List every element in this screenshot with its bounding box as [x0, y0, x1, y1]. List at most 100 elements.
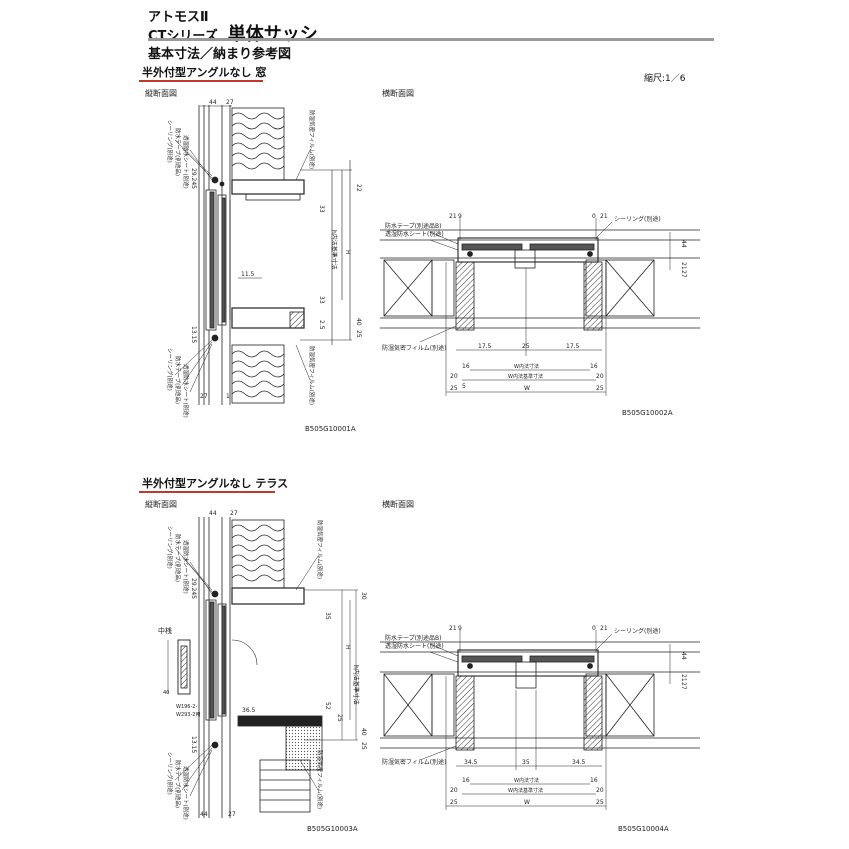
note-text: 防水テープ(別途品) [174, 128, 182, 176]
note-text: 防湿気密フィルム(別途) [382, 758, 446, 766]
terrace-vertical-label: 縦断面図 [145, 500, 177, 509]
dim-text: H [344, 645, 351, 650]
dim-text: 44 [680, 652, 687, 660]
dim-text: h内法基準寸法 [352, 665, 360, 705]
dim-text: W内法寸法 [514, 777, 539, 784]
dim-text: 27 [200, 393, 208, 400]
dim-text: 29.245 [190, 578, 197, 599]
window-vertical-section [174, 105, 352, 405]
note-text: 透湿防水シート(別途) [182, 135, 190, 189]
note-text: 防湿気密フィルム(別途) [308, 346, 316, 405]
terrace-subtitle-underline [139, 491, 275, 493]
note-text: シーリング(別途) [614, 627, 661, 635]
dim-text: 17.5 [478, 343, 492, 350]
note-text: 防湿気密フィルム(別途) [308, 110, 316, 169]
dim-text: 13.15 [190, 736, 197, 753]
terrace-horizontal-code: B505G10004A [618, 825, 669, 833]
dim-text: 27 [230, 510, 238, 517]
dim-text: 30 [360, 592, 367, 600]
note-text: 透湿防水シート(別途) [385, 642, 444, 650]
note-text: シーリング(別途) [614, 215, 661, 223]
dim-text: 9 [458, 625, 462, 632]
terrace-vertical-dims: 44 27 44 27 36.5 40 W196-2- W293-2用 [163, 510, 256, 818]
note-text: シーリング(別途) [166, 752, 174, 795]
dim-text: 25 [360, 742, 367, 750]
note-text: 防湿気密フィルム(別途) [316, 520, 324, 579]
dim-text: 16 [590, 363, 598, 370]
window-vertical-code: B505G10001A [305, 425, 356, 433]
note-text: 防水テープ(別途品B) [385, 634, 441, 642]
terrace-vertical-rotated: 29.245 30 35 H h内法基準寸法 25 52 40 25 13.15 [190, 578, 367, 753]
window-vertical-dims: 44 27 27 1 11.5 [200, 99, 255, 400]
dim-text: 21 [600, 625, 608, 632]
note-text: シーリング(別途) [166, 348, 174, 391]
dim-text: h内法基準寸法 [330, 230, 338, 270]
dim-text: 40 [355, 318, 362, 326]
dim-text: 35 [522, 759, 530, 766]
dim-text: 2.5 [318, 320, 325, 330]
dim-text: W [524, 799, 530, 806]
dim-text: 11.5 [241, 271, 255, 278]
terrace-subtitle: 半外付型アングルなし テラス [142, 477, 289, 490]
window-horizontal-text: 防水テープ(別途品B) 透湿防水シート(別途) シーリング(別途) 防湿気密フィ… [382, 213, 687, 392]
dim-text: 52 [324, 702, 331, 710]
dim-text: 44 [200, 811, 208, 818]
dim-text: 34.5 [464, 759, 478, 766]
dim-text: 21 [449, 625, 457, 632]
dim-text: 25 [336, 714, 343, 722]
window-vertical-notes: シーリング(別途) 防水テープ(別途品) 透湿防水シート(別途) 防湿気密フィル… [166, 110, 316, 418]
dim-text: 44 [209, 99, 217, 106]
dim-text: 22 [355, 184, 362, 192]
terrace-vertical-section [167, 517, 358, 818]
dim-text: 34.5 [572, 759, 586, 766]
note-text: 防湿気密フィルム(別途) [382, 344, 446, 352]
window-horizontal-label: 横断面図 [382, 89, 414, 98]
dim-text: 29.245 [190, 168, 197, 189]
dim-text: 13.15 [190, 326, 197, 343]
terrace-horizontal-label: 横断面図 [382, 500, 414, 509]
dim-text: 0 [592, 625, 596, 632]
window-vertical-label: 縦断面図 [145, 89, 177, 98]
dim-text: 21 [680, 674, 687, 682]
window-subtitle-underline [139, 80, 263, 82]
dim-text: 16 [462, 363, 470, 370]
note-text: シーリング(別途) [166, 120, 174, 163]
note-text: 透湿防水シート(別途) [182, 540, 190, 594]
mullion-label: 中桟 [158, 627, 172, 635]
note-text: 防水テープ(別途品) [174, 534, 182, 582]
window-horizontal-section [380, 218, 700, 396]
dim-text: 27 [226, 99, 234, 106]
dim-text: 44 [209, 510, 217, 517]
terrace-vertical-code: B505G10003A [307, 825, 358, 833]
dim-text: 9 [458, 213, 462, 220]
dim-text: 0 [592, 213, 596, 220]
dim-text: 40 [360, 728, 367, 736]
dim-text: 1 [226, 393, 230, 400]
dim-text: 17.5 [566, 343, 580, 350]
dim-text: 20 [596, 373, 604, 380]
section-title: 基本寸法／納まり参考図 [148, 47, 292, 62]
terrace-vertical-notes: シーリング(別途) 防水テープ(別途品) 透湿防水シート(別途) 防湿気密フィル… [166, 520, 324, 820]
terrace-horizontal-text: 防水テープ(別途品B) 透湿防水シート(別途) シーリング(別途) 防湿気密フィ… [382, 625, 687, 806]
dim-text: 33 [318, 205, 325, 213]
dim-text: 44 [680, 240, 687, 248]
dim-text: 40 [163, 690, 169, 696]
dim-text: 25 [450, 385, 458, 392]
window-vertical-rotated-dims: 22 29.245 H 33 2.5 33 40 25 13.15 h内法基準寸… [190, 168, 362, 343]
dim-text: W196-2- [176, 704, 197, 710]
dim-text: 20 [450, 787, 458, 794]
note-text: シーリング(別途) [166, 526, 174, 569]
dim-text: 25 [596, 799, 604, 806]
window-horizontal-code: B505G10002A [622, 409, 673, 417]
dim-text: 21 [449, 213, 457, 220]
dim-text: W内法基準寸法 [508, 373, 543, 380]
header-rule [148, 38, 714, 41]
dim-text: 16 [462, 777, 470, 784]
note-text: 防水テープ(別途品) [174, 356, 182, 404]
dim-text: W [524, 385, 530, 392]
scale-label: 縮尺:1／6 [644, 74, 686, 84]
dim-text: W293-2用 [176, 712, 200, 718]
note-text: 透湿防水シート(別途) [182, 364, 190, 418]
dim-text: 27 [680, 682, 687, 690]
